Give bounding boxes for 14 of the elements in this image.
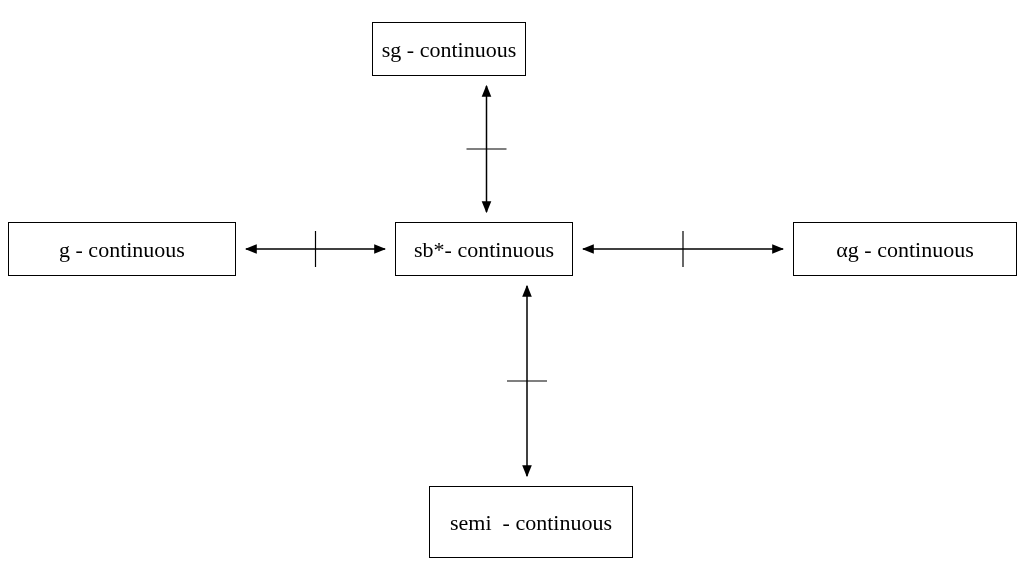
text-box: [429, 486, 633, 558]
text-box: [372, 22, 526, 76]
double-arrow: [244, 244, 387, 254]
box-label: g - continuous: [59, 235, 185, 264]
box-label: sg - continuous: [381, 35, 517, 64]
text-box: [793, 222, 1017, 276]
box-label: semi - continuous: [450, 508, 612, 537]
double-arrow: [522, 284, 532, 478]
box-label: sb*- continuous: [414, 235, 554, 264]
text-box: [395, 222, 573, 276]
text-box: [8, 222, 236, 276]
double-arrow: [481, 84, 492, 214]
box-label: αg - continuous: [836, 235, 974, 264]
double-arrow: [581, 244, 785, 254]
